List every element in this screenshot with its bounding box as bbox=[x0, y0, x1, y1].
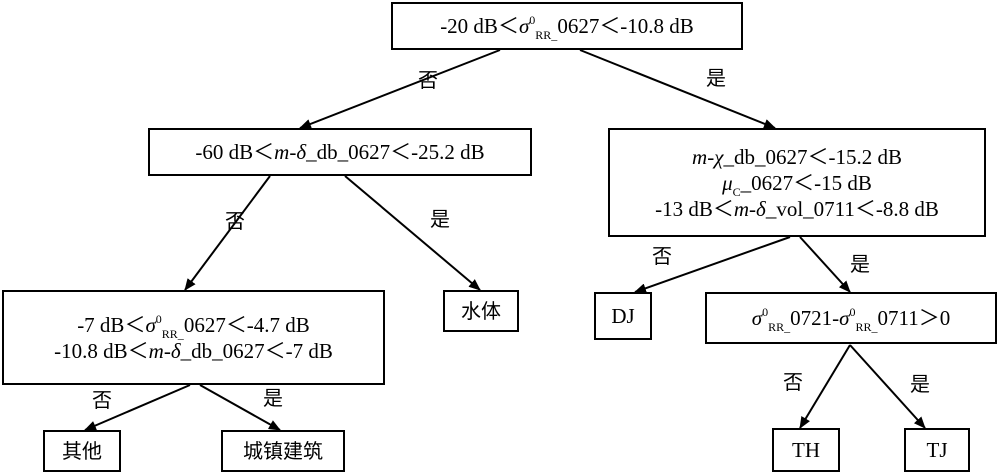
leaf-tj: TJ bbox=[904, 428, 970, 472]
edge-left2-yes bbox=[199, 384, 281, 431]
left-condition-2-line-1: -7 dB＜σ0RR_0627＜-4.7 dB bbox=[77, 311, 310, 341]
left-condition-text-1: -60 dB＜m-δ_db_0627＜-25.2 dB bbox=[195, 140, 485, 164]
edge-right2-yes bbox=[849, 344, 926, 429]
root-condition-text: -20 dB＜σ0RR_0627＜-10.8 dB bbox=[440, 13, 694, 42]
label-left2-no: 否 bbox=[92, 388, 112, 412]
label-root-no: 否 bbox=[418, 68, 438, 92]
right-condition-node-1: m-χ_db_0627＜-15.2 dB μC_0627＜-15 dB -13 … bbox=[608, 128, 986, 237]
edge-right1-no bbox=[634, 236, 791, 294]
label-left1-no: 否 bbox=[225, 209, 245, 233]
leaf-th: TH bbox=[772, 428, 840, 472]
right-condition-node-2: σ0RR_0721-σ0RR_0711＞0 bbox=[705, 292, 997, 344]
edge-left2-no bbox=[84, 384, 191, 431]
left-condition-node-2: -7 dB＜σ0RR_0627＜-4.7 dB -10.8 dB＜m-δ_db_… bbox=[2, 290, 385, 385]
edge-left1-no bbox=[184, 175, 271, 291]
leaf-other: 其他 bbox=[43, 430, 121, 472]
label-left2-yes: 是 bbox=[263, 386, 283, 410]
label-right1-yes: 是 bbox=[850, 252, 870, 276]
leaf-urban: 城镇建筑 bbox=[221, 430, 345, 472]
leaf-water: 水体 bbox=[443, 290, 519, 332]
right-condition-line-3: -13 dB＜m-δ_vol_0711＜-8.8 dB bbox=[655, 196, 939, 221]
right-condition-2-text: σ0RR_0721-σ0RR_0711＞0 bbox=[751, 305, 951, 334]
edge-root-no bbox=[299, 49, 501, 129]
left-condition-2-line-2: -10.8 dB＜m-δ_db_0627＜-7 dB bbox=[54, 338, 333, 363]
label-right2-no: 否 bbox=[783, 370, 803, 394]
edge-right2-no bbox=[799, 344, 851, 429]
right-condition-line-2: μC_0627＜-15 dB bbox=[722, 170, 872, 199]
left-condition-node-1: -60 dB＜m-δ_db_0627＜-25.2 dB bbox=[148, 128, 532, 176]
label-right2-yes: 是 bbox=[910, 372, 930, 396]
edge-right1-yes bbox=[799, 236, 851, 293]
edge-root-yes bbox=[579, 49, 776, 129]
edge-left1-yes bbox=[344, 175, 481, 291]
label-right1-no: 否 bbox=[652, 244, 672, 268]
root-condition-node: -20 dB＜σ0RR_0627＜-10.8 dB bbox=[391, 2, 743, 50]
label-left1-yes: 是 bbox=[430, 207, 450, 231]
leaf-dj: DJ bbox=[594, 292, 652, 340]
label-root-yes: 是 bbox=[706, 66, 726, 90]
right-condition-line-1: m-χ_db_0627＜-15.2 dB bbox=[692, 144, 902, 169]
